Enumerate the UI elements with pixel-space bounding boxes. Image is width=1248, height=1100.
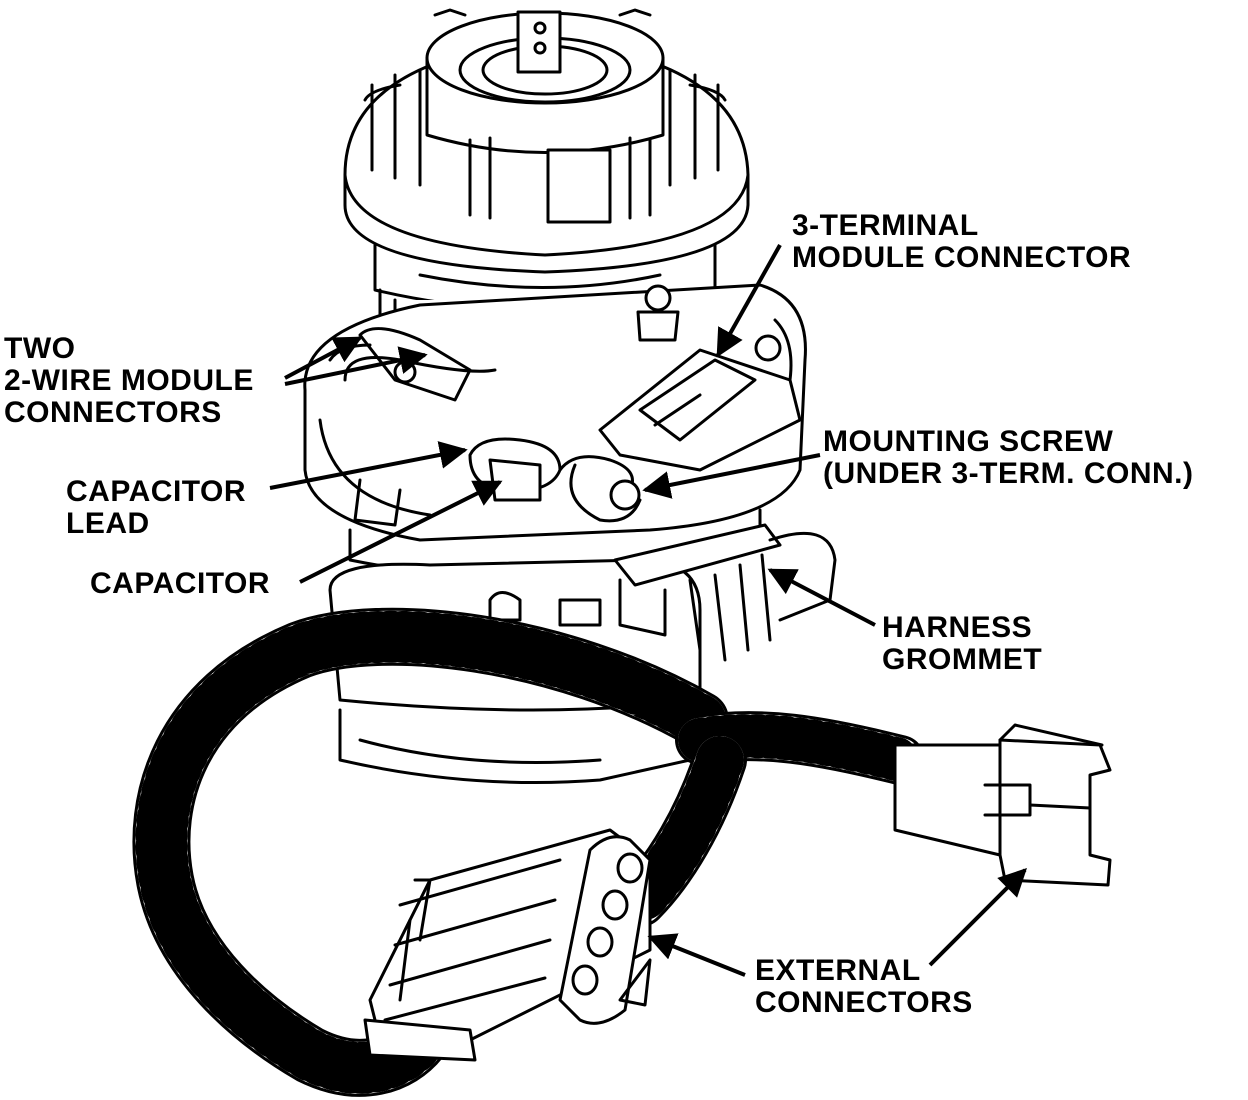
label-line: CONNECTORS [4, 396, 222, 429]
label-line: LEAD [66, 507, 150, 540]
three-terminal-connector [598, 348, 802, 472]
label-line: 2-WIRE MODULE [4, 364, 254, 397]
label-mounting-screw: MOUNTING SCREW (UNDER 3-TERM. CONN.) [823, 426, 1194, 490]
wiring-harness [132, 607, 925, 1097]
label-two-wire-connectors: TWO 2-WIRE MODULE CONNECTORS [4, 333, 254, 429]
right-external-connector [893, 723, 1112, 887]
label-line: MODULE CONNECTOR [792, 241, 1132, 274]
label-capacitor-lead: CAPACITOR LEAD [66, 476, 246, 540]
label-three-terminal-connector: 3-TERMINAL MODULE CONNECTOR [792, 210, 1131, 274]
label-line: CAPACITOR [66, 475, 247, 508]
label-harness-grommet: HARNESS GROMMET [882, 612, 1042, 676]
label-line: HARNESS [882, 611, 1033, 644]
leader-arrows [269, 244, 1027, 977]
label-line: EXTERNAL [755, 954, 921, 987]
label-line: 3-TERMINAL [792, 209, 979, 242]
label-capacitor: CAPACITOR [90, 568, 270, 600]
label-line: GROMMET [882, 643, 1043, 676]
label-line: (UNDER 3-TERM. CONN.) [823, 457, 1194, 490]
lower-external-connector [363, 828, 652, 1062]
label-line: MOUNTING SCREW [823, 425, 1114, 458]
label-line: CONNECTORS [755, 986, 973, 1019]
distributor-cap [343, 8, 750, 274]
label-line: CAPACITOR [90, 567, 271, 600]
label-line: TWO [4, 332, 76, 365]
label-external-connectors: EXTERNAL CONNECTORS [755, 955, 973, 1019]
